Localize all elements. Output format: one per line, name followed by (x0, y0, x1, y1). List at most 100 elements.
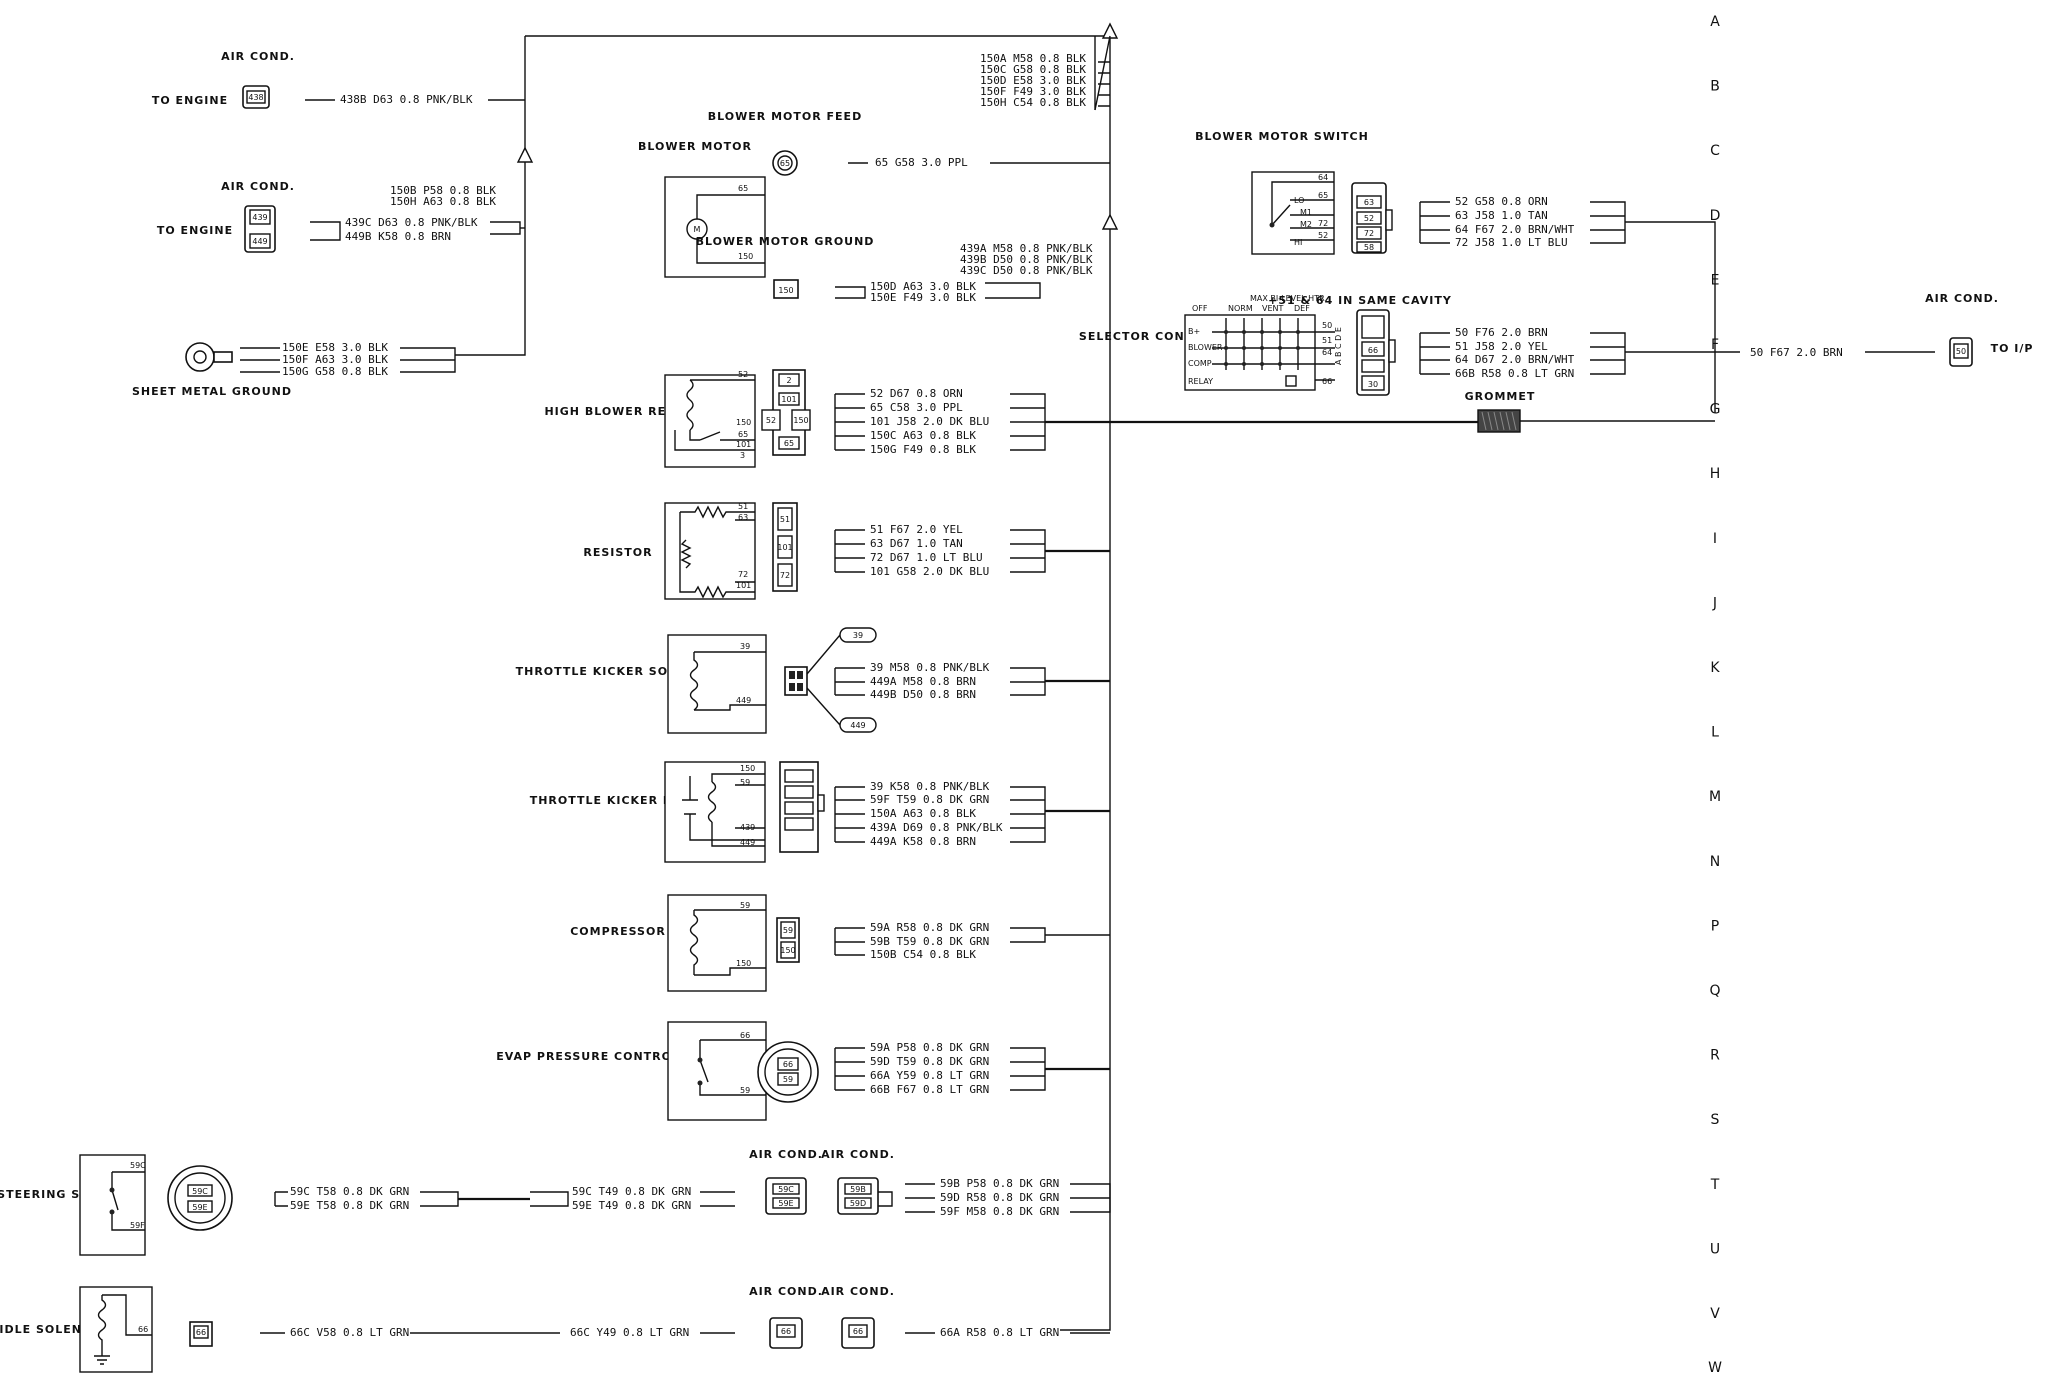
pin-label: 449 (252, 237, 267, 246)
row-letter-j: J (1712, 595, 1717, 611)
wire-label: 39 M58 0.8 PNK/BLK (870, 661, 990, 674)
ps-connector-inner (174, 1172, 226, 1224)
connector-pin (1953, 343, 1969, 359)
pin-label: 51 (1322, 336, 1332, 345)
wire-label: 449A K58 0.8 BRN (870, 835, 976, 848)
switch-position: M1 (1300, 208, 1312, 217)
selector-row: COMP (1188, 359, 1212, 368)
wire-label: 59B P58 0.8 DK GRN (940, 1177, 1059, 1190)
same-cavity-label: +51 & 64 IN SAME CAVITY (1268, 294, 1452, 307)
row-letter-m: M (1709, 789, 1721, 805)
wire-label: 59F T59 0.8 DK GRN (870, 793, 989, 806)
to-engine-label: TO ENGINE (152, 94, 228, 107)
connector-pin (784, 785, 814, 799)
blower-motor-switch-label: BLOWER MOTOR SWITCH (1195, 130, 1369, 143)
wire-label: 59E T49 0.8 DK GRN (572, 1199, 691, 1212)
wire-label: 66B F67 0.8 LT GRN (870, 1083, 989, 1096)
high-blower-relay: HIGH BLOWER RELAY 52 150 65 101 3 2 101 … (544, 369, 1480, 468)
row-letter-i: I (1713, 531, 1717, 547)
pin-label: 65 (738, 184, 748, 193)
compressor: COMPRESSOR 59 150 59 150 59A R58 0.8 DK … (570, 894, 1110, 992)
switch-box (1251, 171, 1335, 255)
wire-label: 66A R58 0.8 LT GRN (940, 1326, 1059, 1339)
pin-label: 63 (1364, 198, 1374, 207)
pin-label: 59 (740, 778, 750, 787)
pin-label: 59C (192, 1187, 208, 1196)
wire-label: 52 G58 0.8 ORN (1455, 195, 1548, 208)
wire-label: 150H C54 0.8 BLK (980, 96, 1086, 109)
throttle-kicker-relay: THROTTLE KICKER RELAY 150 59 439 449 39 … (530, 761, 1110, 863)
relay-box (664, 374, 756, 468)
pin-label: 65 (784, 439, 794, 448)
pin-label: 72 (780, 571, 790, 580)
splice-triangle (1101, 213, 1119, 230)
connector-pin (780, 941, 796, 959)
row-letter-k: K (1710, 660, 1720, 676)
resistor-label: RESISTOR (583, 546, 652, 559)
wire-label: 59A P58 0.8 DK GRN (870, 1041, 989, 1054)
connector-pin (193, 1325, 209, 1339)
ground-tab (213, 351, 233, 363)
pin-label: 449 (736, 696, 751, 705)
evap-switch-box (667, 1021, 767, 1121)
wire-label: 50 F76 2.0 BRN (1455, 326, 1548, 339)
pin-label: 50 (1956, 347, 1966, 356)
ground-hole (193, 350, 207, 364)
to-engine-text: TO ENGINE (152, 94, 228, 107)
wire-label: 150A A63 0.8 BLK (870, 807, 976, 820)
wire-label: 59D T59 0.8 DK GRN (870, 1055, 989, 1068)
selector-col: VENT (1262, 304, 1284, 313)
connector-pin (778, 392, 800, 406)
connector-pin (797, 671, 803, 679)
connector-pin (772, 1197, 800, 1209)
connector-pin (249, 209, 271, 225)
connector-pin (1356, 226, 1382, 240)
pin-label: 101 (736, 581, 751, 590)
pin-label: 101 (777, 543, 792, 552)
switch-position: HI (1294, 238, 1302, 247)
air-cond-label: AIR COND. (749, 1148, 823, 1161)
pin-label: 150 (736, 959, 751, 968)
connector-pin (1361, 359, 1385, 373)
connector-pin (797, 683, 803, 691)
pin-label: 65 (1318, 191, 1328, 200)
row-letter-n: N (1710, 854, 1720, 870)
to-ip-label: TO I/P (1991, 342, 2034, 355)
row-letter-l: L (1711, 725, 1719, 741)
wire-label: 64 D67 2.0 BRN/WHT (1455, 353, 1575, 366)
relay-contact (1285, 375, 1297, 387)
pin-label: 59F (130, 1221, 145, 1230)
wire-label: 150G F49 0.8 BLK (870, 443, 976, 456)
ground-connector (773, 279, 799, 299)
motor-symbol-label: M (694, 225, 701, 234)
grommet-label: GROMMET (1465, 390, 1536, 403)
connector-pin (844, 1183, 872, 1195)
selector-col: DEF (1294, 304, 1310, 313)
switch-position: LO (1294, 196, 1304, 205)
fast-idle-solenoid: FAST IDLE SOLENOID 66 66 66C V58 0.8 LT … (0, 1285, 1110, 1373)
tag-label: 39 (853, 631, 863, 640)
power-steering-switch: POWER STEERING SWITCH 59C 59F 59C 59E 59… (0, 1148, 1111, 1256)
wire-label: 150D A63 3.0 BLK (870, 280, 976, 293)
connector-pin (778, 436, 800, 450)
wire-label: 449B D50 0.8 BRN (870, 688, 976, 701)
grommet: GROMMET (1465, 390, 1715, 433)
wire-label: 66A Y59 0.8 LT GRN (870, 1069, 989, 1082)
connector-pin (777, 1057, 799, 1071)
connector-pin (246, 90, 266, 104)
pin-label: 150 (793, 416, 808, 425)
pin-label: 50 (1322, 321, 1332, 330)
connector-pin (791, 409, 811, 431)
pin-label: 150 (740, 764, 755, 773)
wire-label: 438B D63 0.8 PNK/BLK (340, 93, 473, 106)
blower-motor-ground: BLOWER MOTOR GROUND 150 439A M58 0.8 PNK… (696, 235, 1093, 304)
wire-label: 150F A63 3.0 BLK (282, 353, 388, 366)
selector-row: B+ (1188, 327, 1200, 336)
connector-pin (784, 769, 814, 783)
pin-label: 66 (138, 1325, 148, 1334)
pin-label: 59C (130, 1161, 146, 1170)
connector-pin (187, 1184, 213, 1197)
pin-label: 101 (781, 395, 796, 404)
connector-pin (784, 817, 814, 831)
solenoid-box (667, 634, 767, 734)
